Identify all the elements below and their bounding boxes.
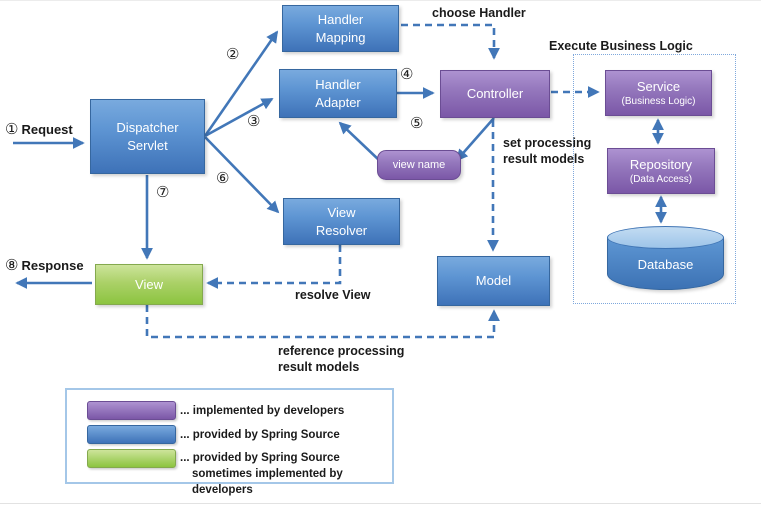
response-text: Response <box>21 257 84 273</box>
node-service[interactable]: Service (Business Logic) <box>605 70 712 116</box>
execute-business-logic-frame <box>573 54 736 304</box>
page-top-border <box>0 0 761 1</box>
resolve-view-label: resolve View <box>295 288 371 302</box>
arrow-step2-to-handler-mapping <box>203 30 279 137</box>
node-handler-mapping[interactable]: Handler Mapping <box>282 5 399 52</box>
node-repository[interactable]: Repository (Data Access) <box>607 148 715 194</box>
step-5-marker: ⑤ <box>410 115 424 132</box>
legend-item-label: ... implemented by developers <box>180 405 345 417</box>
node-handler-adapter[interactable]: Handler Adapter <box>279 69 397 118</box>
node-sublabel: (Data Access) <box>629 173 693 185</box>
request-text: Request <box>21 121 73 137</box>
legend-item-line1: ... provided by Spring Source <box>180 452 340 464</box>
node-label: Controller <box>466 86 524 102</box>
node-label: view name <box>392 158 446 171</box>
legend-item-line2: sometimes implemented by developers <box>192 468 343 497</box>
node-label: Service <box>636 79 681 95</box>
arrow-step3-to-handler-adapter <box>204 97 274 138</box>
step-6-marker: ⑥ <box>216 170 230 187</box>
node-label: View Resolver <box>315 204 368 238</box>
node-dispatcher-servlet[interactable]: Dispatcher Servlet <box>90 99 205 174</box>
node-controller[interactable]: Controller <box>440 70 550 118</box>
node-label: Handler Mapping <box>315 11 366 45</box>
legend-item-label: ... provided by Spring Source sometimes … <box>180 450 392 498</box>
arrow-controller-to-view-name <box>455 117 495 162</box>
step-3-marker: ③ <box>247 113 261 130</box>
node-label: Database <box>637 257 694 272</box>
node-label: View <box>135 276 163 292</box>
execute-business-logic-label: Execute Business Logic <box>549 39 693 53</box>
response-label: ⑧ Response <box>5 256 84 274</box>
node-view-resolver[interactable]: View Resolver <box>283 198 400 245</box>
reference-processing-models-label: reference processing result models <box>278 344 405 375</box>
arrow-step6-to-view-resolver <box>204 136 280 214</box>
node-label: Handler Adapter <box>315 76 361 110</box>
legend-item-label: ... provided by Spring Source <box>180 429 340 441</box>
step-2-marker: ② <box>226 46 240 63</box>
node-view[interactable]: View <box>95 264 203 305</box>
node-model[interactable]: Model <box>437 256 550 306</box>
step-1-marker: ① <box>5 121 19 138</box>
node-label: Repository <box>629 157 693 173</box>
dashed-view-to-model <box>145 305 500 339</box>
node-label: Model <box>475 273 512 289</box>
legend-swatch-blue <box>87 425 176 444</box>
legend-swatch-green <box>87 449 176 468</box>
step-4-marker: ④ <box>400 66 414 83</box>
legend: ... implemented by developers ... provid… <box>65 388 394 496</box>
set-processing-models-label: set processing result models <box>503 136 592 167</box>
node-view-name[interactable]: view name <box>377 150 461 180</box>
legend-swatch-purple <box>87 401 176 420</box>
node-label: Dispatcher Servlet <box>116 119 179 153</box>
dashed-resolve-view <box>206 245 342 289</box>
database-cylinder-top <box>607 226 724 249</box>
node-sublabel: (Business Logic) <box>621 95 696 107</box>
request-label: ① Request <box>5 120 73 138</box>
choose-handler-label: choose Handler <box>432 6 526 20</box>
step-7-marker: ⑦ <box>156 184 170 201</box>
page-bottom-border <box>0 503 761 504</box>
arrow-view-name-to-handler-adapter <box>338 121 381 162</box>
dashed-choose-handler <box>401 23 500 60</box>
step-8-marker: ⑧ <box>5 257 19 274</box>
